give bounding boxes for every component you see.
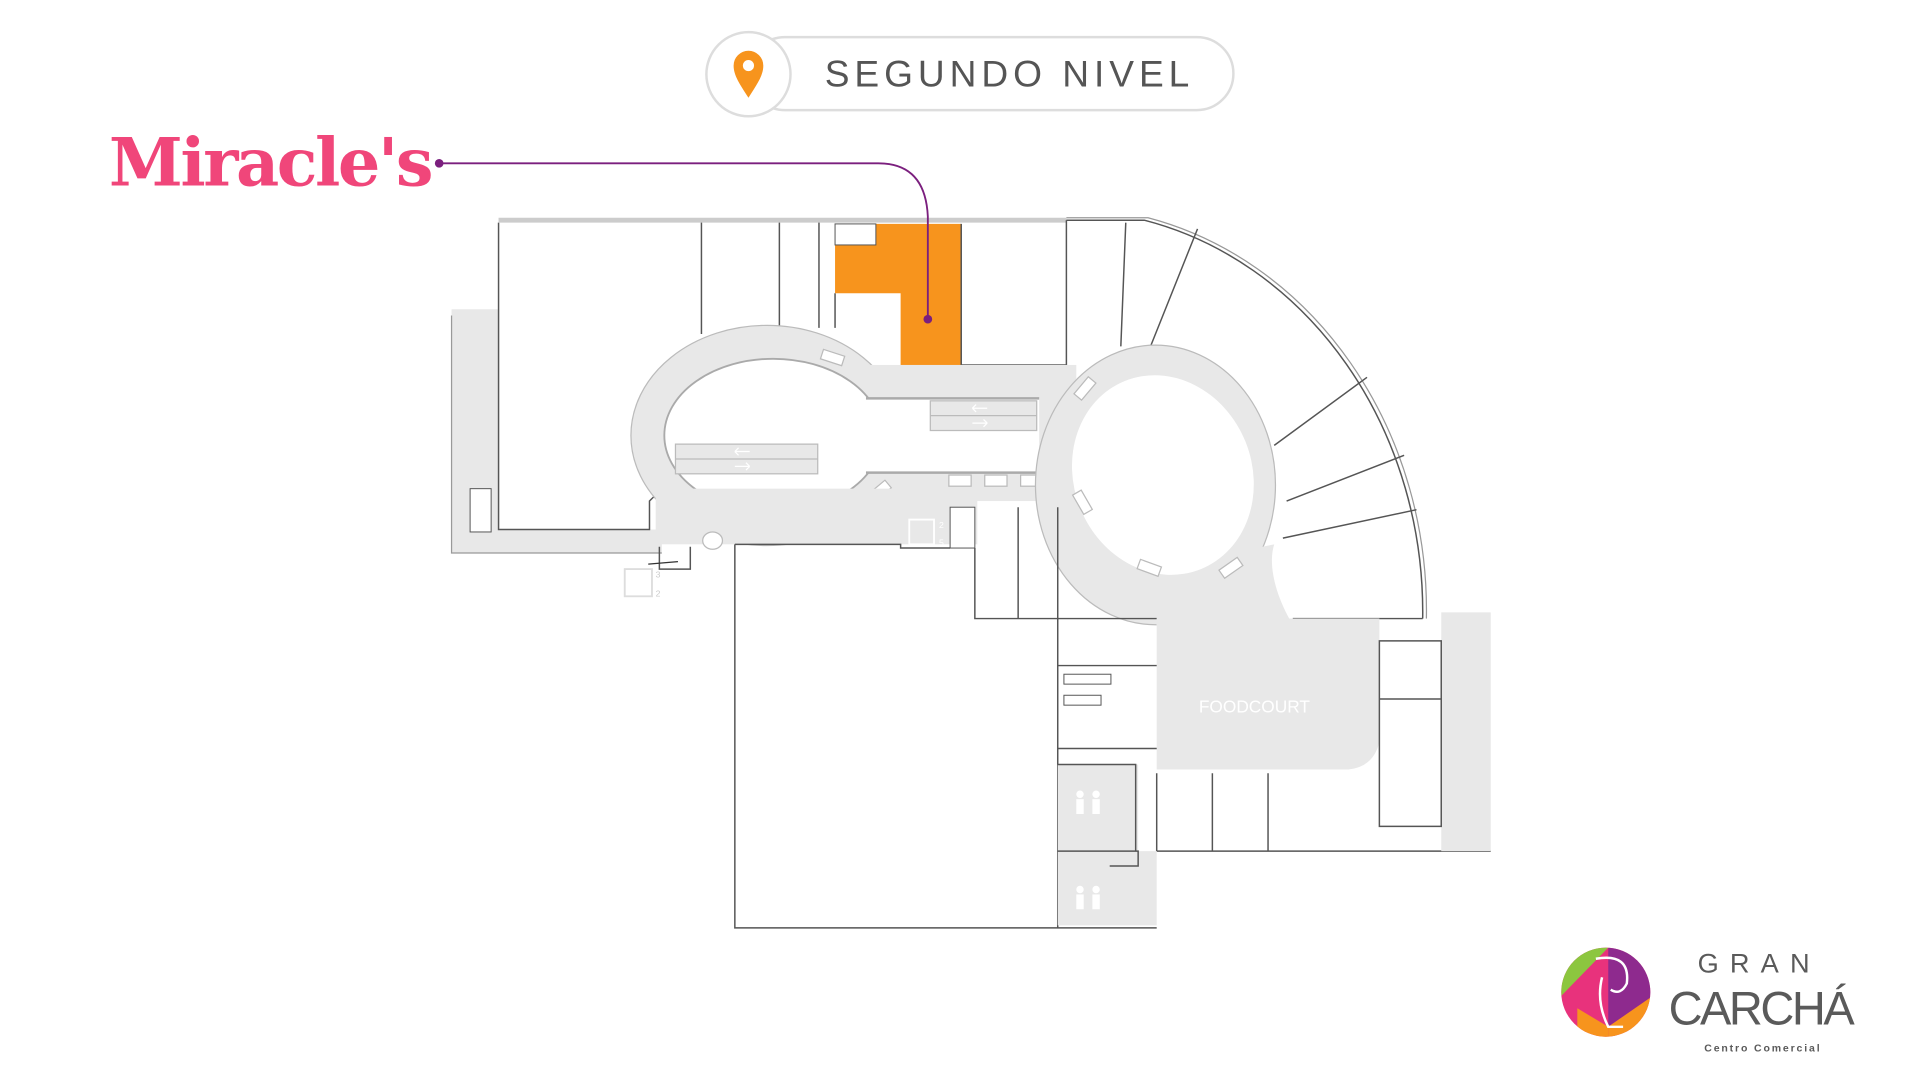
stairs-icon (834, 223, 877, 246)
brand-line3: Centro Comercial (1704, 1043, 1821, 1055)
escalator (929, 400, 1038, 432)
brand-line2: CARCHÁ (1669, 981, 1856, 1034)
store-miracles-highlight[interactable] (835, 223, 962, 365)
svg-text:2: 2 (656, 588, 661, 598)
svg-text:5: 5 (939, 538, 944, 548)
gran-carcha-logo: GRAN CARCHÁ Centro Comercial (1561, 947, 1858, 1055)
stairs-icon (469, 488, 492, 533)
svg-text:3: 3 (656, 570, 661, 580)
brand-line1: GRAN (1698, 947, 1821, 978)
arrow-right-icon (972, 418, 988, 428)
level-label: SEGUNDO NIVEL (825, 53, 1195, 95)
stairs-icon (949, 506, 976, 549)
store-leader-line (434, 158, 933, 324)
restroom-icon (1076, 885, 1100, 910)
level-header: SEGUNDO NIVEL (705, 30, 1235, 118)
arrow-right-icon (734, 462, 751, 471)
svg-text:2: 2 (939, 520, 944, 530)
elevator-icon: 2 5 (908, 518, 944, 548)
location-pin-icon (733, 50, 764, 98)
elevator-icon: 3 2 (623, 568, 661, 598)
escalator (674, 443, 819, 475)
floor-plan: 2 5 3 2 FOODCOURT (450, 217, 1491, 929)
foodcourt-label: FOODCOURT (1199, 697, 1311, 717)
restroom-icon (1076, 790, 1100, 815)
arrow-left-icon (971, 404, 988, 413)
store-logo-miracles[interactable]: Miracle's (109, 123, 434, 202)
arrow-left-icon (734, 447, 750, 456)
